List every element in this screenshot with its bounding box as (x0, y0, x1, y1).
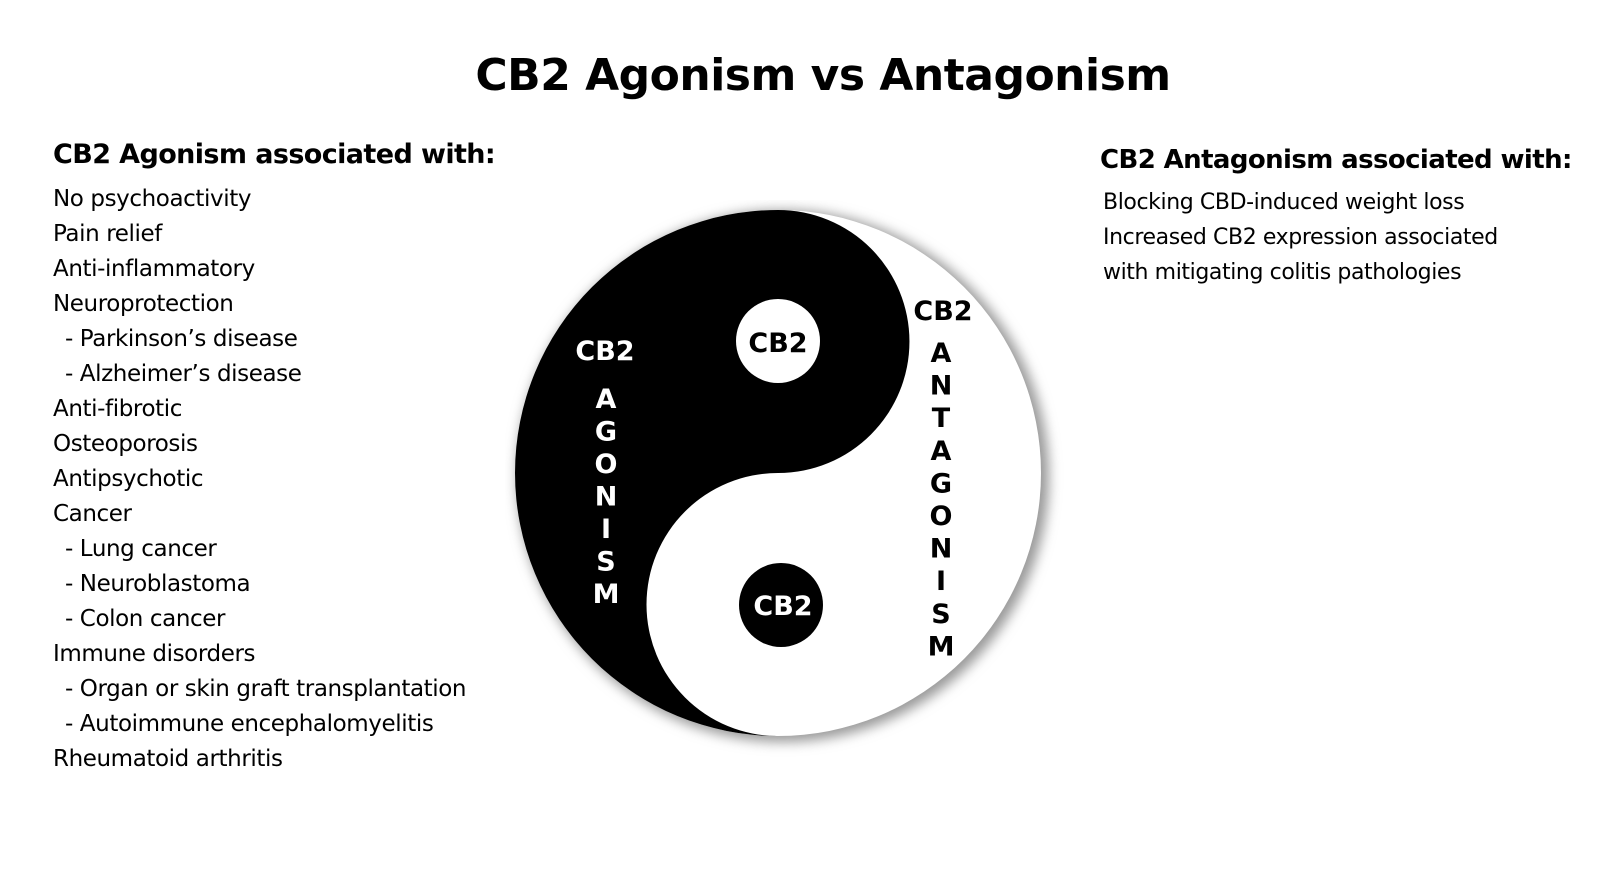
word-letter: M (928, 631, 955, 662)
dot-top-label: CB2 (748, 328, 807, 359)
list-item: Anti-fibrotic (53, 396, 182, 422)
list-item: Osteoporosis (53, 431, 198, 457)
list-subitem: - Neuroblastoma (65, 571, 251, 597)
list-item: Blocking CBD-induced weight loss (1103, 190, 1465, 215)
word-letter: I (601, 514, 611, 545)
word-letter: N (595, 482, 618, 513)
word-letter: S (596, 547, 615, 578)
list-subitem: - Parkinson’s disease (65, 326, 298, 352)
list-item: Anti-inflammatory (53, 256, 255, 282)
list-item: Immune disorders (53, 641, 256, 667)
list-subitem: - Alzheimer’s disease (65, 361, 302, 387)
word-letter: T (932, 403, 951, 434)
word-letter: N (930, 534, 953, 565)
word-letter: A (596, 384, 617, 415)
word-letter: G (930, 468, 952, 499)
word-letter: N (930, 371, 953, 402)
dot-bottom-label: CB2 (753, 591, 812, 622)
list-item: Antipsychotic (53, 466, 204, 492)
list-item: Increased CB2 expression associated (1103, 225, 1498, 250)
agonism-panel: CB2 Agonism associated with: No psychoac… (53, 137, 533, 777)
list-subitem: - Lung cancer (65, 536, 217, 562)
dot-top (736, 299, 820, 383)
page-title: CB2 Agonism vs Antagonism (475, 50, 1171, 101)
list-subitem: - Colon cancer (65, 606, 226, 632)
list-item: Pain relief (53, 221, 162, 247)
list-subitem: - Organ or skin graft transplantation (65, 676, 467, 702)
antagonism-label: CB2 (913, 296, 972, 327)
word-letter: O (930, 501, 953, 532)
word-letter: A (931, 436, 952, 467)
list-item: No psychoactivity (53, 186, 252, 212)
list-item: Cancer (53, 501, 132, 527)
agonism-heading: CB2 Agonism associated with: (53, 139, 496, 170)
list-item: Rheumatoid arthritis (53, 746, 283, 772)
word-letter: A (931, 338, 952, 369)
word-letter: I (936, 566, 946, 597)
word-letter: G (595, 417, 617, 448)
list-item: with mitigating colitis pathologies (1103, 260, 1462, 285)
agonism-label: CB2 (575, 336, 634, 367)
word-letter: M (593, 579, 620, 610)
list-subitem: - Autoimmune encephalomyelitis (65, 711, 434, 737)
word-letter: S (931, 599, 950, 630)
list-item: Neuroprotection (53, 291, 234, 317)
antagonism-heading: CB2 Antagonism associated with: (1100, 145, 1572, 175)
word-letter: O (595, 449, 618, 480)
antagonism-panel: CB2 Antagonism associated with: Blocking… (1100, 142, 1595, 290)
dot-bottom (739, 563, 823, 647)
